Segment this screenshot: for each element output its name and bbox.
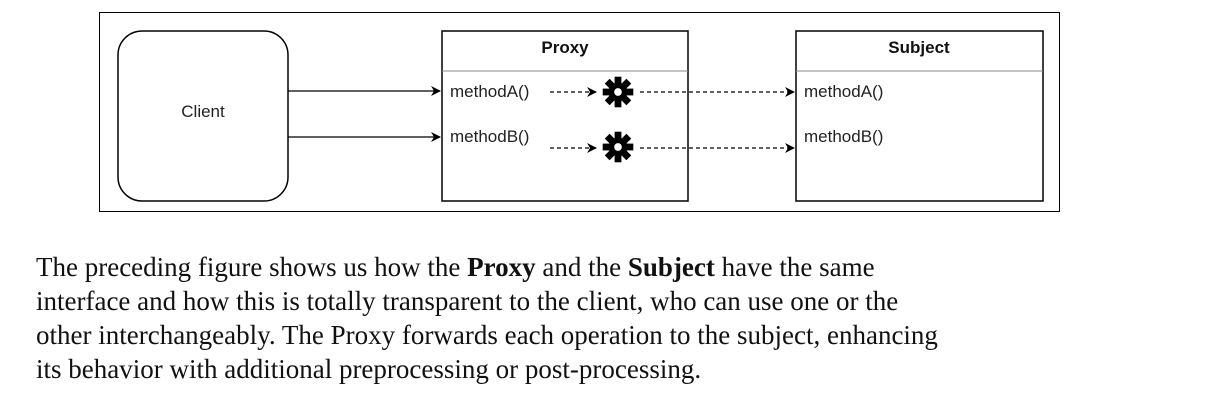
proxy-method-b: methodB(): [450, 127, 529, 146]
gear-icon: [602, 76, 634, 108]
caption-bold-subject: Subject: [627, 252, 715, 282]
subject-title: Subject: [888, 38, 950, 57]
proxy-method-a: methodA(): [450, 82, 529, 101]
caption-text: and the: [535, 252, 628, 282]
proxy-title: Proxy: [541, 38, 589, 57]
subject-method-a: methodA(): [804, 82, 883, 101]
caption-bold-proxy: Proxy: [467, 252, 536, 282]
proxy-box: Proxy methodA() methodB(): [441, 30, 689, 202]
subject-box: Subject methodA() methodB(): [795, 30, 1044, 202]
proxy-pattern-diagram: Client Proxy methodA() methodB() Subject…: [99, 12, 1060, 212]
caption-paragraph: The preceding figure shows us how the Pr…: [36, 250, 1216, 386]
client-box: Client: [117, 30, 289, 202]
caption-text: The preceding figure shows us how the: [36, 252, 468, 282]
client-label: Client: [181, 102, 225, 121]
caption-text: have the same: [714, 252, 875, 282]
caption-line-2: interface and how this is totally transp…: [36, 286, 899, 316]
caption-line-3: other interchangeably. The Proxy forward…: [36, 320, 938, 350]
caption-line-4: its behavior with additional preprocessi…: [36, 354, 702, 384]
subject-method-b: methodB(): [804, 127, 883, 146]
caption-line-1: The preceding figure shows us how the Pr…: [36, 250, 1216, 284]
gear-icon: [602, 131, 634, 163]
